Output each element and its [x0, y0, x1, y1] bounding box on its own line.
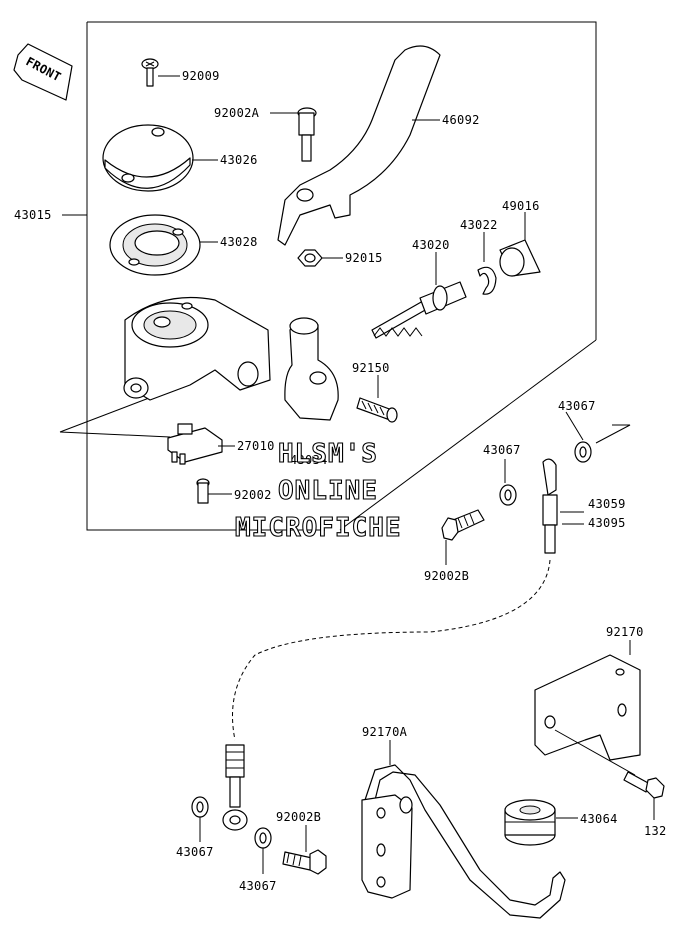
- label-132: 132: [644, 824, 667, 838]
- master-cylinder-43015: [123, 296, 271, 401]
- label-43067-c: 43067: [176, 845, 214, 859]
- label-46092: 46092: [442, 113, 480, 127]
- banjo-bolt-92002B-b: [282, 825, 327, 875]
- washer-43067-a: [565, 411, 631, 463]
- label-43067-d: 43067: [239, 879, 277, 893]
- reservoir-cap-43026: [102, 124, 218, 192]
- washer-43067-b: [499, 459, 517, 506]
- switch-27010: [167, 423, 235, 465]
- label-43034: 43034: [290, 453, 328, 467]
- diaphragm-43028: [109, 214, 218, 276]
- hose-end-lower: [222, 744, 248, 831]
- label-49016: 49016: [502, 199, 540, 213]
- banjo-bolt-92002B-a: [441, 509, 485, 565]
- label-92002B-a: 92002B: [424, 569, 469, 583]
- label-43020: 43020: [412, 238, 450, 252]
- grommet-43064: [504, 799, 578, 846]
- boot-49016: [499, 212, 541, 277]
- watermark-line-3: MICROFICHE: [235, 513, 402, 543]
- label-92002: 92002: [234, 488, 272, 502]
- piston-kit-43020: [371, 252, 467, 339]
- label-43064: 43064: [580, 812, 618, 826]
- label-43028: 43028: [220, 235, 258, 249]
- label-43067-b: 43067: [483, 443, 521, 457]
- screw-92009: [141, 58, 180, 87]
- leader-lines: [218, 445, 584, 525]
- assembly-frame: [59, 21, 597, 531]
- pivot-bolt-92002A: [270, 107, 317, 162]
- label-92002B-b: 92002B: [276, 810, 321, 824]
- label-43067-a: 43067: [558, 399, 596, 413]
- label-43059: 43059: [588, 497, 626, 511]
- nut-92015: [297, 249, 343, 267]
- label-92150: 92150: [352, 361, 390, 375]
- watermark: HLSM'S ONLINE MICROFICHE: [234, 438, 402, 543]
- watermark-line-2: ONLINE: [278, 476, 378, 506]
- label-43022: 43022: [460, 218, 498, 232]
- holder-43034: [284, 317, 339, 421]
- bolt-92150: [356, 375, 398, 423]
- screw-92002: [196, 478, 232, 504]
- washer-43067-c: [191, 796, 209, 842]
- label-43015: 43015: [14, 208, 52, 222]
- front-arrow-icon: FRONT: [13, 43, 73, 101]
- circlip-43022: [477, 232, 497, 295]
- watermark-line-1: HLSM'S: [278, 439, 378, 469]
- bolt-132: [623, 771, 665, 820]
- label-92015: 92015: [345, 251, 383, 265]
- label-92009: 92009: [182, 69, 220, 83]
- washer-43067-d: [254, 827, 272, 874]
- label-92170: 92170: [606, 625, 644, 639]
- label-43095: 43095: [588, 516, 626, 530]
- label-43026: 43026: [220, 153, 258, 167]
- brake-lever-46092: [277, 45, 441, 246]
- bracket-92170A: [361, 740, 566, 919]
- label-27010: 27010: [237, 439, 275, 453]
- label-92002A: 92002A: [214, 106, 260, 120]
- bracket-92170: [534, 640, 641, 776]
- part-labels: 92009 92002A 46092 43026 43015 43028 490…: [14, 69, 667, 893]
- label-92170A: 92170A: [362, 725, 408, 739]
- brake-hose-43095: [232, 458, 584, 741]
